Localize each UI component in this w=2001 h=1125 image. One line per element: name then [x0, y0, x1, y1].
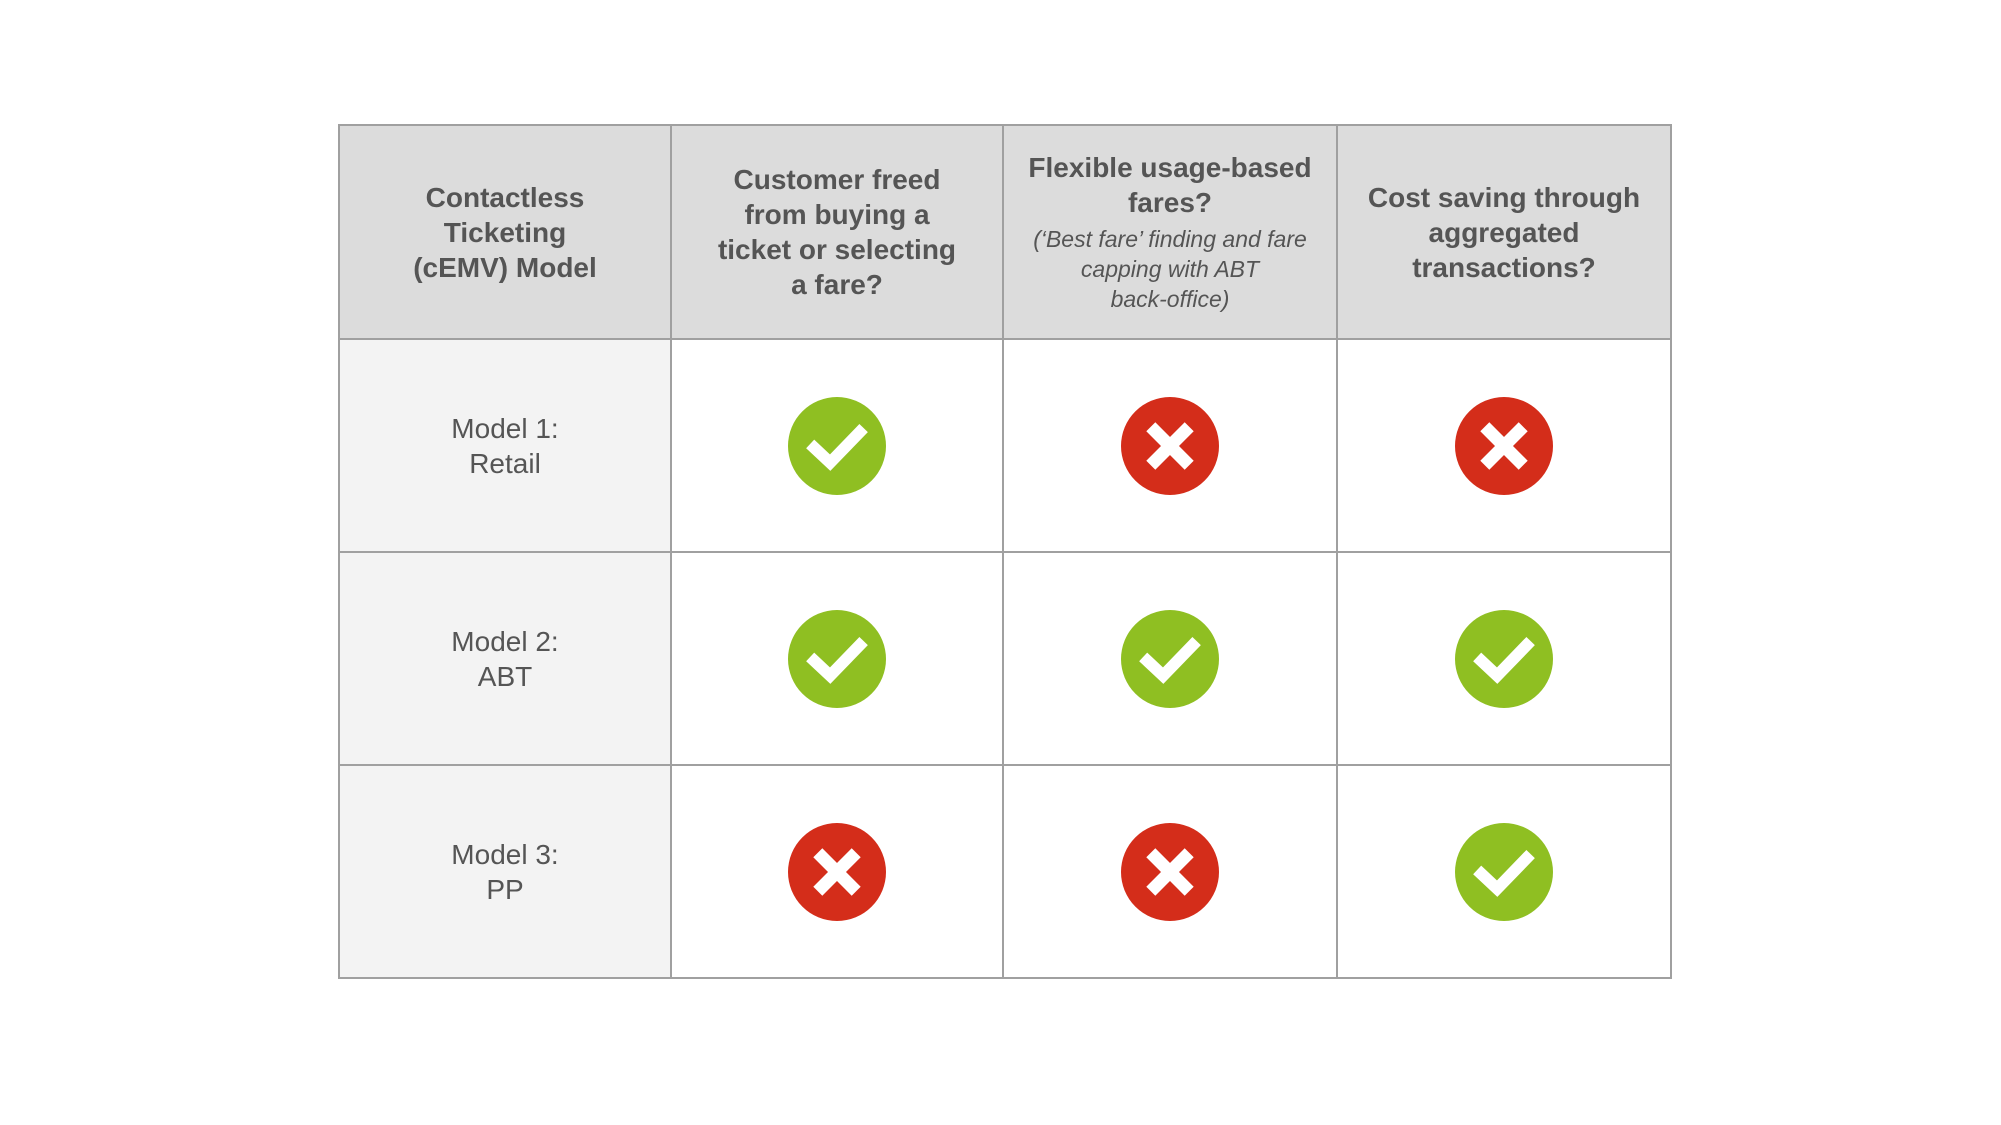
- mark-cell: [1002, 338, 1338, 553]
- check-icon: [1455, 822, 1553, 921]
- mark-cell: [1336, 338, 1672, 553]
- mark-cell: [1002, 551, 1338, 766]
- header-flexible-fares-line: Flexible usage-based: [1028, 152, 1312, 183]
- header-note-line: back-office): [1110, 286, 1230, 312]
- header-note-line: capping with ABT: [1080, 256, 1260, 282]
- header-cost-saving-line: transactions?: [1412, 251, 1596, 283]
- header-customer-freed-line: from buying a: [744, 199, 930, 230]
- mark-cell: [1336, 764, 1672, 979]
- comparison-table: Contactless Ticketing (cEMV) Model Custo…: [338, 124, 1672, 979]
- header-customer-freed-line: ticket or selecting: [717, 234, 957, 265]
- header-customer-freed-line: Customer freed: [733, 164, 941, 195]
- header-note-line: (‘Best fare’ finding and fare: [1033, 226, 1307, 252]
- row-label-line: PP: [486, 873, 524, 905]
- check-icon: [788, 396, 886, 495]
- table-row: Model 2: ABT: [338, 551, 1672, 766]
- mark-cell: [1002, 764, 1338, 979]
- table-row: Model 1: Retail: [338, 338, 1672, 553]
- check-icon: [788, 609, 886, 708]
- header-customer-freed-line: a fare?: [791, 269, 883, 300]
- header-model-line: Contactless: [425, 181, 585, 213]
- header-flexible-fares: Flexible usage-based fares? (‘Best fare’…: [1002, 124, 1338, 340]
- header-model: Contactless Ticketing (cEMV) Model: [338, 124, 672, 340]
- header-flexible-fares-line: fares?: [1127, 187, 1213, 218]
- table-row: Model 3: PP: [338, 764, 1672, 979]
- row-label-model-1: Model 1: Retail: [338, 338, 672, 553]
- row-label-line: Model 1:: [451, 412, 559, 444]
- cross-icon: [1121, 822, 1219, 921]
- mark-cell: [670, 551, 1004, 766]
- header-row: Contactless Ticketing (cEMV) Model Custo…: [338, 124, 1672, 340]
- row-label-model-3: Model 3: PP: [338, 764, 672, 979]
- cross-icon: [788, 822, 886, 921]
- check-icon: [1121, 609, 1219, 708]
- header-cost-saving: Cost saving through aggregated transacti…: [1336, 124, 1672, 340]
- mark-cell: [1336, 551, 1672, 766]
- check-icon: [1455, 609, 1553, 708]
- row-label-model-2: Model 2: ABT: [338, 551, 672, 766]
- mark-cell: [670, 764, 1004, 979]
- row-label-line: Model 3:: [451, 838, 559, 870]
- row-label-line: Retail: [469, 447, 541, 479]
- row-label-line: ABT: [477, 660, 533, 692]
- header-cost-saving-line: Cost saving through: [1367, 181, 1641, 213]
- header-model-line: (cEMV) Model: [413, 251, 597, 283]
- cross-icon: [1121, 396, 1219, 495]
- header-cost-saving-line: aggregated: [1428, 216, 1580, 248]
- header-model-line: Ticketing: [443, 216, 567, 248]
- mark-cell: [670, 338, 1004, 553]
- header-flexible-fares-note: (‘Best fare’ finding and fare capping wi…: [1028, 224, 1312, 314]
- header-customer-freed: Customer freed from buying a ticket or s…: [670, 124, 1004, 340]
- row-label-line: Model 2:: [451, 625, 559, 657]
- cross-icon: [1455, 396, 1553, 495]
